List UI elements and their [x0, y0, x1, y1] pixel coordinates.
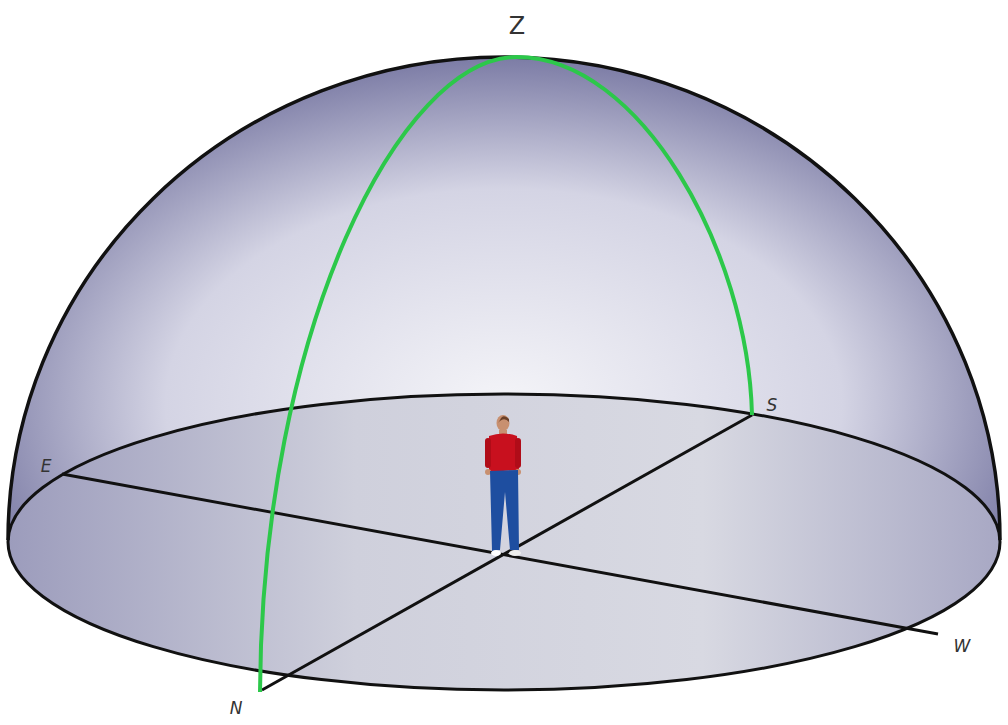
south-label: S [767, 397, 778, 414]
zenith-label: Z [509, 14, 525, 38]
north-south-line [262, 415, 752, 690]
west-label: W [954, 638, 971, 655]
horizon-plane [8, 394, 1000, 690]
north-label: N [230, 700, 243, 717]
observer-figure [485, 415, 521, 556]
meridian-arc [260, 57, 752, 692]
dome-outline [8, 57, 1000, 540]
east-label: E [41, 458, 52, 475]
